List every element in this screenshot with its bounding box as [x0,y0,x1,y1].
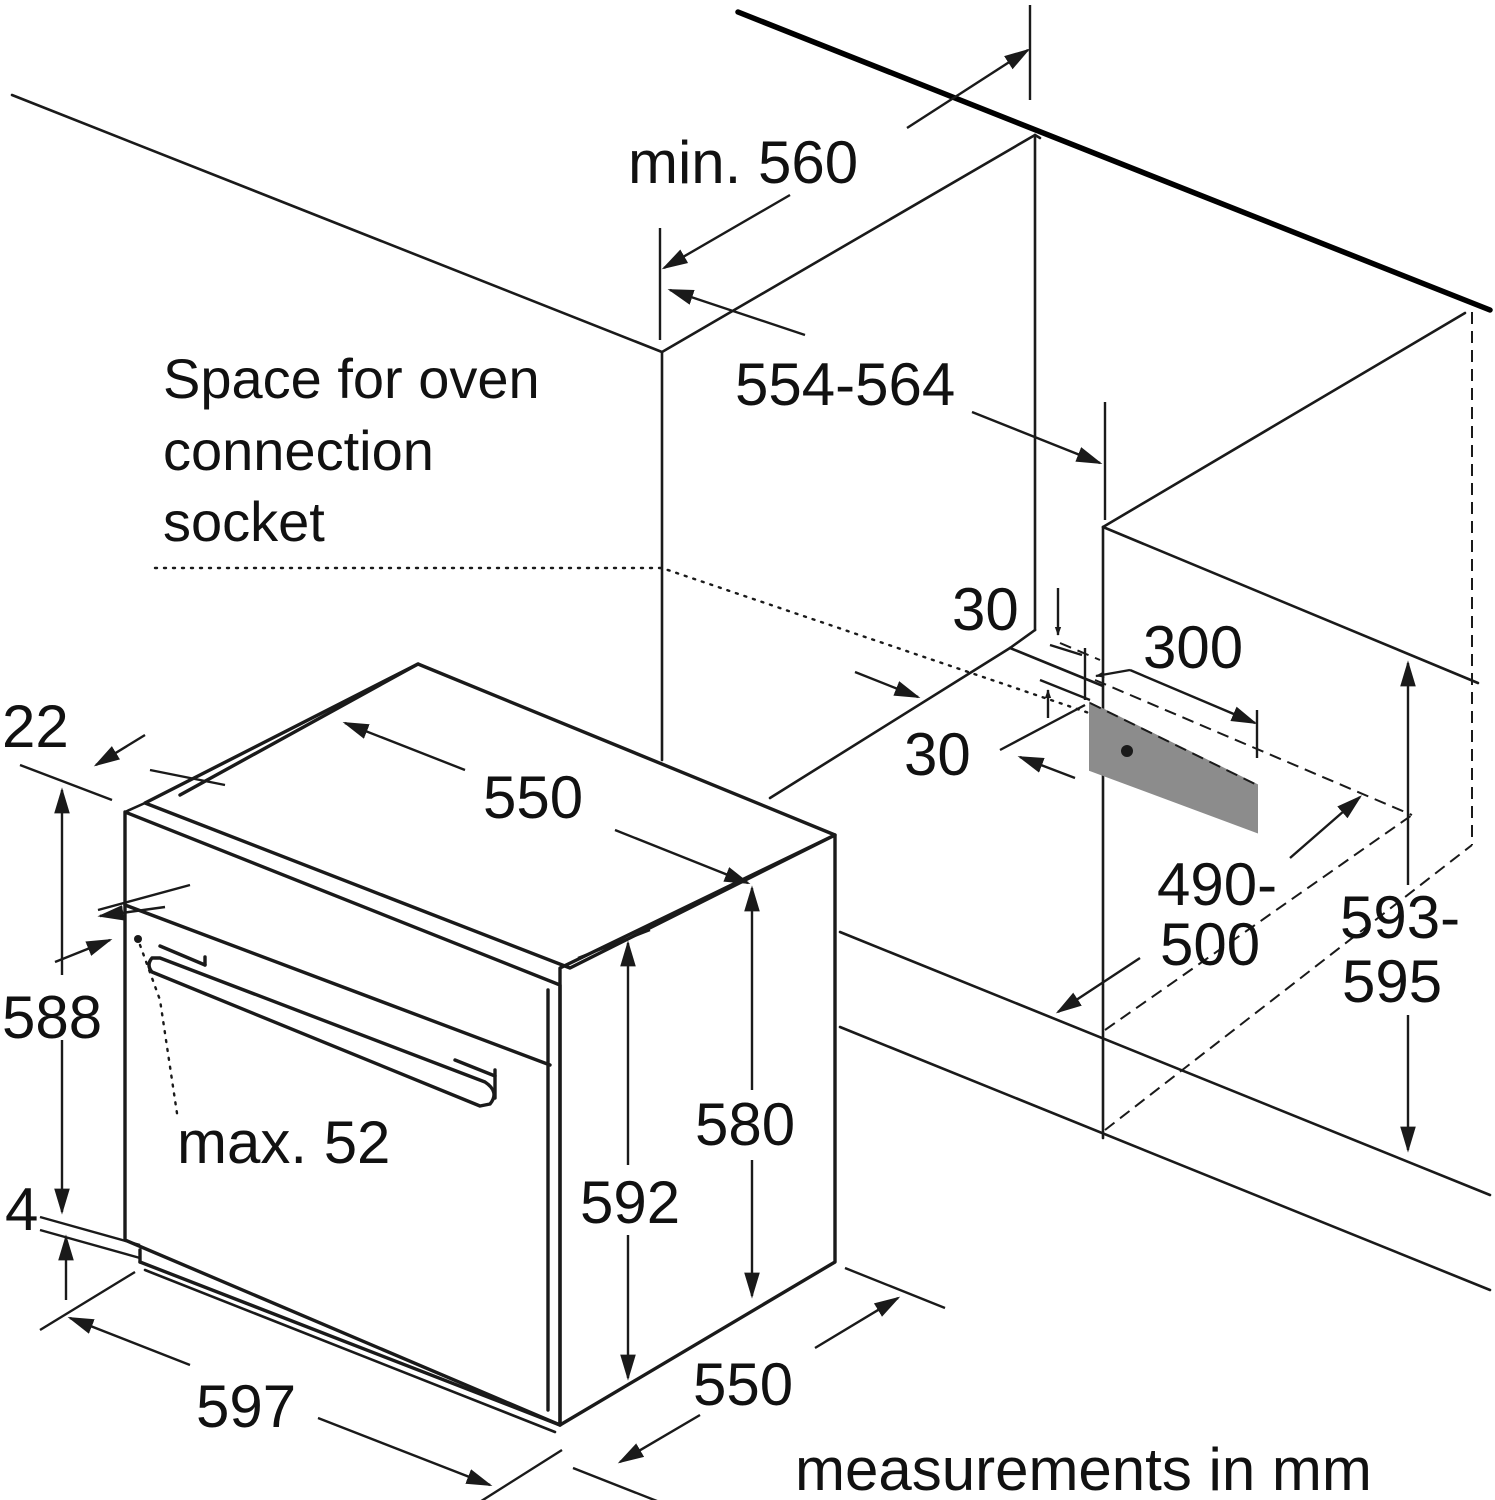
label-592: 592 [580,1169,680,1236]
oven-unit [123,662,837,1434]
dimension-lines [19,5,1416,1500]
label-550-top: 550 [483,764,583,831]
label-580: 580 [695,1091,795,1158]
label-max-52: max. 52 [177,1109,390,1176]
label-490: 490- [1157,851,1277,918]
label-socket-note-3: socket [163,490,325,553]
label-30-top: 30 [952,576,1019,643]
label-554-564: 554-564 [735,351,955,418]
label-socket-note-2: connection [163,419,434,482]
label-593: 593- [1340,884,1460,951]
label-500: 500 [1160,911,1260,978]
label-595: 595 [1342,948,1442,1015]
label-socket-note-1: Space for oven [163,347,540,410]
label-30-side: 30 [904,721,971,788]
label-units-note: measurements in mm [795,1436,1372,1500]
oven-handle [147,956,496,1108]
label-588: 588 [2,984,102,1051]
label-300: 300 [1143,614,1243,681]
label-4: 4 [5,1176,38,1243]
socket-area [1089,701,1258,834]
cabinet-niche [10,9,1493,1292]
label-22: 22 [2,693,69,760]
socket-dot [1121,745,1133,757]
label-550-side: 550 [693,1351,793,1418]
label-min-560: min. 560 [628,129,858,196]
label-597: 597 [196,1373,296,1440]
